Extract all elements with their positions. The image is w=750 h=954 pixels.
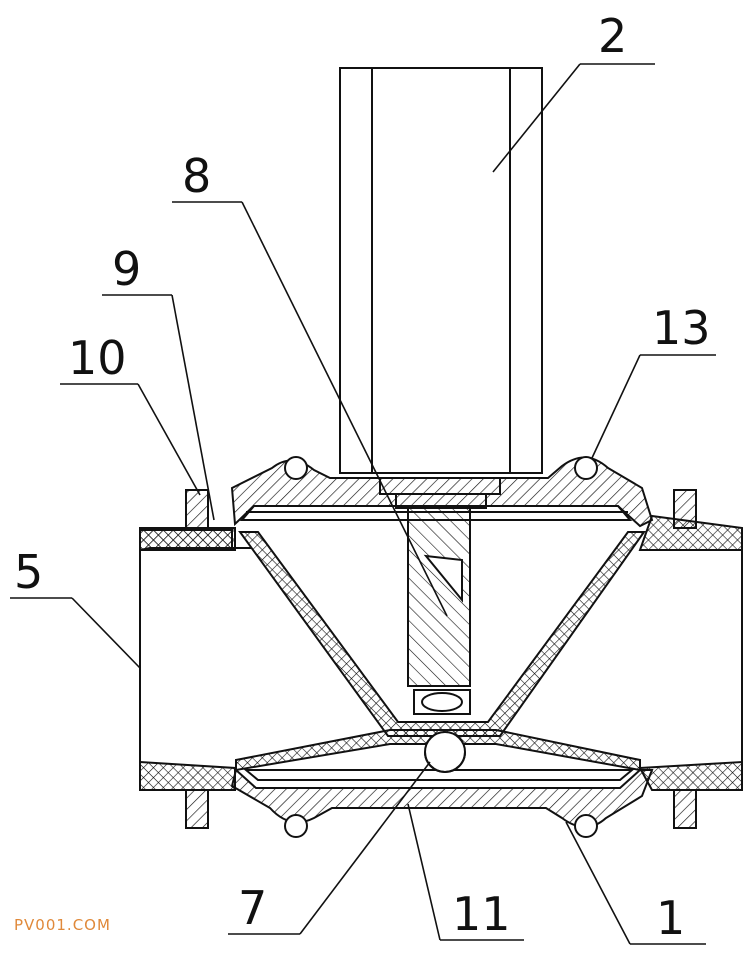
label-11: 11 <box>452 887 511 941</box>
leader-lines <box>10 63 716 945</box>
label-2: 2 <box>598 9 627 63</box>
label-13: 13 <box>652 301 711 355</box>
bolt-hole-top-right <box>574 456 598 480</box>
label-1: 1 <box>656 891 685 945</box>
flange-left <box>185 489 209 829</box>
flange-right <box>673 489 697 829</box>
bolt-hole-bottom-right <box>574 814 598 838</box>
label-10: 10 <box>68 331 127 385</box>
label-9: 9 <box>112 242 141 296</box>
pipe-body <box>139 530 743 790</box>
label-8: 8 <box>182 149 211 203</box>
label-5: 5 <box>14 545 43 599</box>
bolt-hole-bottom-left <box>284 814 308 838</box>
actuator-body <box>339 67 543 474</box>
bolt-hole-top-left <box>284 456 308 480</box>
lower-pipe-liner <box>139 760 236 791</box>
lower-membrane <box>235 729 641 772</box>
watermark: PV001.COM <box>14 916 111 934</box>
label-7: 7 <box>238 881 267 935</box>
stem <box>379 477 501 715</box>
